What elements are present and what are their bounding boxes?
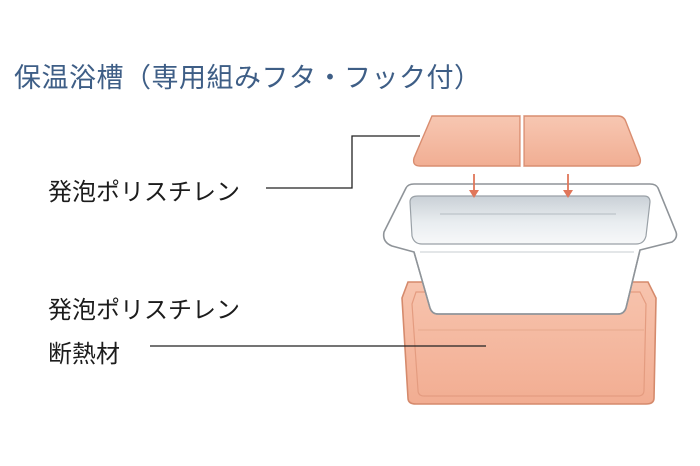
insulation-material-label: 発泡ポリスチレン — [48, 296, 240, 324]
diagram-title: 保温浴槽（専用組みフタ・フック付） — [14, 63, 482, 94]
lid-leader-line — [266, 135, 420, 189]
lid-panel-left — [412, 115, 521, 167]
lid-panel-right — [523, 115, 642, 167]
arrow-down-icon — [469, 174, 479, 198]
arrow-down-icon — [563, 174, 573, 198]
lid-material-label: 発泡ポリスチレン — [48, 178, 240, 206]
insulation-name-label: 断熱材 — [48, 340, 120, 368]
bathtub-shell — [382, 183, 678, 315]
